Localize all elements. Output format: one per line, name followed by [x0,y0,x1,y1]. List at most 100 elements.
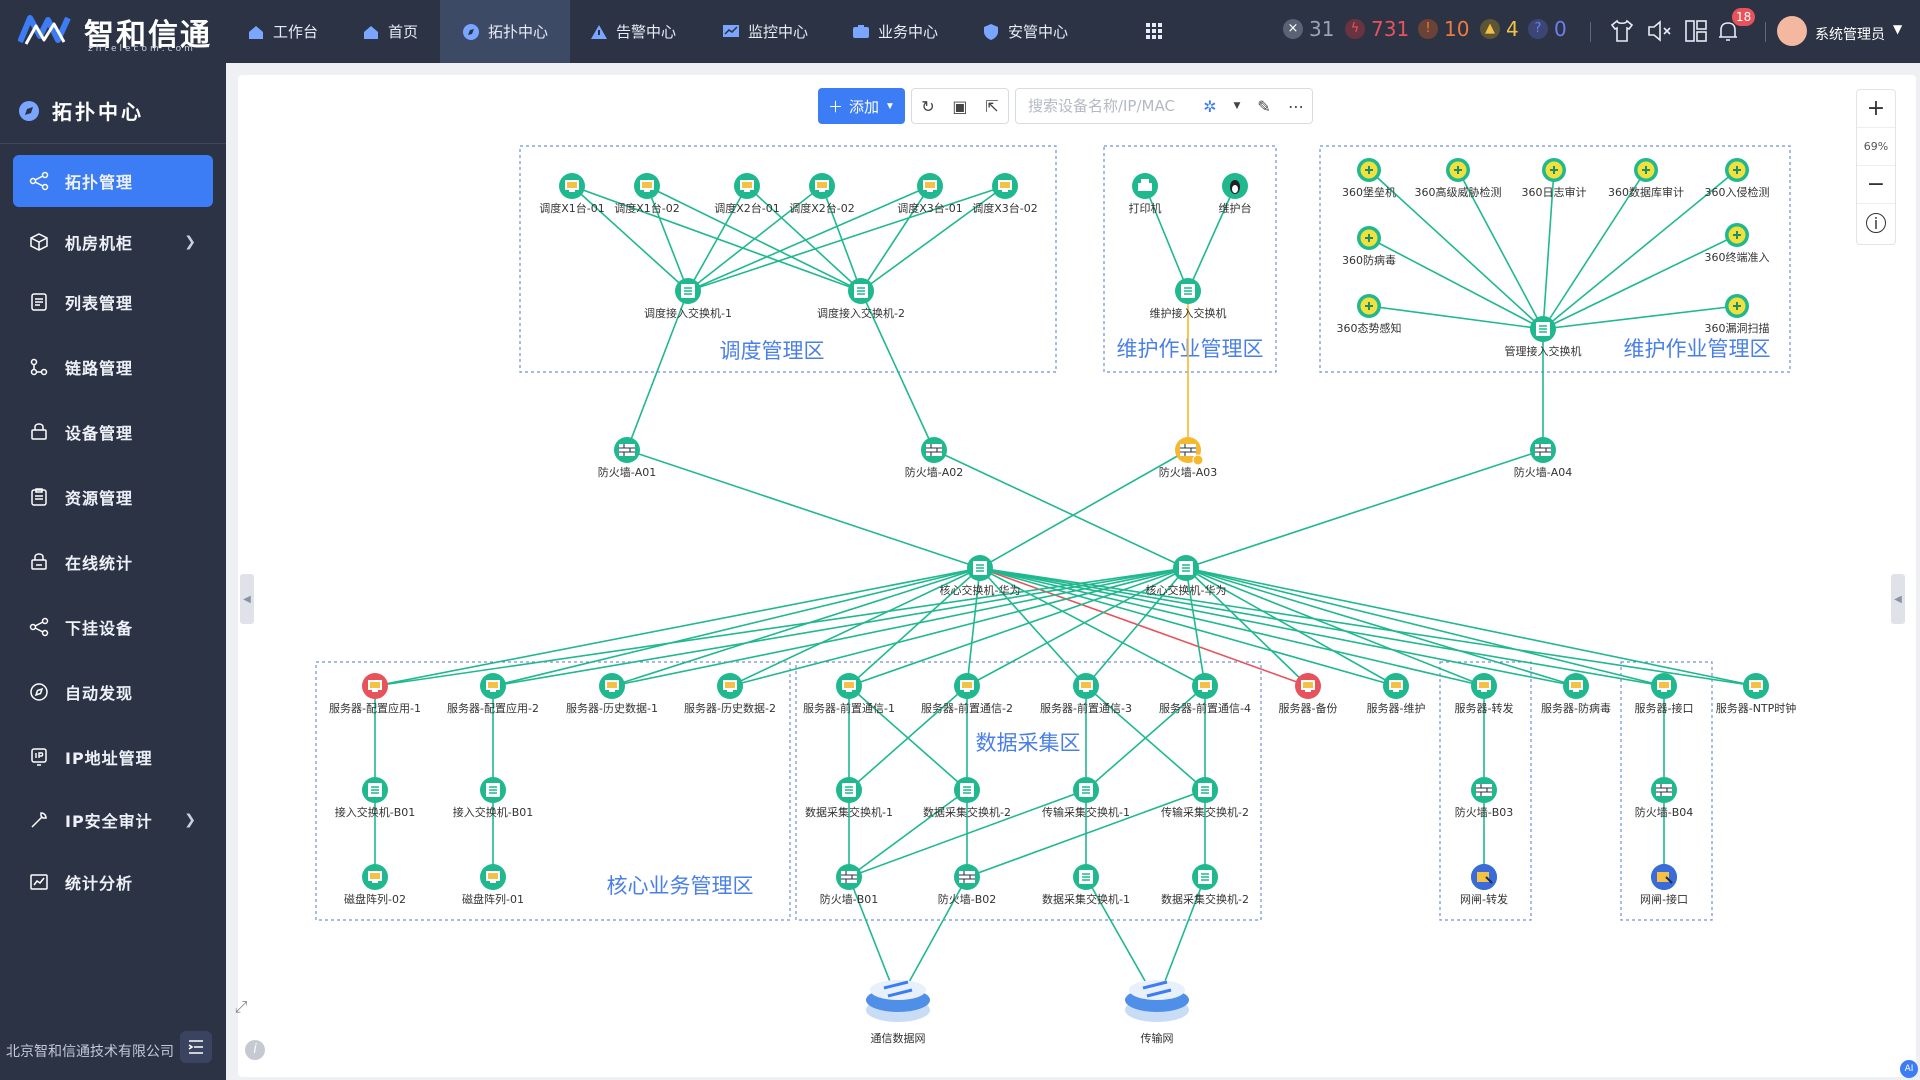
link-edge[interactable] [611,567,1187,687]
apps-grid-icon[interactable] [1146,23,1162,39]
nav-tab-workbench[interactable]: 工作台 [247,0,332,63]
save-button[interactable]: ▣ [944,89,976,123]
link-edge[interactable] [646,185,862,292]
topology-node-q2[interactable]: 360高级威胁检测 [1415,158,1502,199]
link-edge[interactable] [626,449,981,569]
topology-node-d5[interactable]: 调度X3台-01 [897,173,963,215]
topology-node-n1[interactable]: 通信数据网 [866,980,930,1045]
topology-node-v2[interactable]: 服务器-配置应用-2 [447,673,539,715]
nav-tab-security[interactable]: 安管中心 [982,0,1082,63]
add-button[interactable]: ＋ 添加 ▼ [818,88,905,124]
nav-tab-home[interactable]: 首页 [362,0,432,63]
link-edge[interactable] [1185,567,1485,687]
topology-node-fb4[interactable]: 防火墙-B04 [1635,777,1694,819]
link-edge[interactable] [1187,185,1236,292]
topology-node-q3[interactable]: 360日志审计 [1522,158,1587,199]
link-edge[interactable] [860,185,1006,292]
sidebar-item-topology[interactable]: 拓扑管理 [13,155,213,207]
stat-info[interactable]: ? 0 [1528,16,1567,42]
export-button[interactable]: ⇱ [976,89,1008,123]
link-edge[interactable] [966,567,1187,687]
link-edge[interactable] [374,567,1187,687]
link-edge[interactable] [1542,169,1738,330]
topology-node-b1[interactable]: 接入交换机-B01 [335,777,416,819]
link-edge[interactable] [1085,567,1187,687]
link-edge[interactable] [1185,567,1309,687]
link-edge[interactable] [848,789,968,878]
link-edge[interactable] [848,567,981,687]
link-edge[interactable] [1542,169,1555,330]
topology-node-d3[interactable]: 调度X2台-01 [714,173,780,215]
topology-node-d6[interactable]: 调度X3台-02 [972,173,1038,215]
topology-node-gw2[interactable]: 网闸-接口 [1640,864,1688,906]
nav-tab-monitor[interactable]: 监控中心 [722,0,822,63]
topology-node-v3[interactable]: 服务器-历史数据-1 [566,673,658,715]
link-edge[interactable] [1144,185,1189,292]
topology-node-s2[interactable]: 调度接入交换机-2 [817,278,905,320]
refresh-button[interactable]: ↻ [912,89,944,123]
link-edge[interactable] [979,567,1577,687]
topology-node-v11[interactable]: 服务器-转发 [1455,673,1514,715]
sidebar-item-discover[interactable]: 自动发现 [13,666,213,718]
topology-node-q6[interactable]: 360防病毒 [1342,226,1396,267]
topology-node-y1[interactable]: 数据采集交换机-1 [1042,864,1130,906]
layout-button[interactable]: ✲ [1194,89,1226,123]
topology-node-v1[interactable]: 服务器-配置应用-1 [329,673,421,715]
topology-node-q8[interactable]: 360态势感知 [1337,294,1402,335]
topology-node-fa4[interactable]: 防火墙-A04 [1514,437,1573,479]
topology-node-x3[interactable]: 传输采集交换机-1 [1042,777,1130,819]
link-edge[interactable] [1185,567,1665,687]
link-edge[interactable] [1542,305,1738,330]
layout-dropdown[interactable]: ▼ [1226,89,1248,123]
link-edge[interactable] [1368,169,1544,330]
fullscreen-button[interactable]: ⤢ [230,996,252,1018]
sidebar-item-list[interactable]: 列表管理 [13,276,213,328]
nav-tab-alarm[interactable]: 告警中心 [590,0,690,63]
topology-node-v13[interactable]: 服务器-接口 [1635,673,1694,715]
avatar[interactable] [1777,16,1807,46]
link-edge[interactable] [848,685,968,791]
link-edge[interactable] [979,567,1206,687]
layout-icon[interactable] [1683,18,1709,44]
topology-node-c2[interactable]: 核心交换机-华为 [1146,555,1227,597]
topology-node-x4[interactable]: 传输采集交换机-2 [1161,777,1249,819]
sidebar-item-resource[interactable]: 资源管理 [13,471,213,523]
more-button[interactable]: ⋯ [1280,89,1312,123]
sidebar-item-ip[interactable]: IP地址管理 [13,731,213,783]
topology-node-v14[interactable]: 服务器-NTP时钟 [1716,673,1797,715]
topology-node-k1[interactable]: 磁盘阵列-02 [344,864,406,906]
sidebar-item-link[interactable]: 链路管理 [13,341,213,393]
topology-node-fa3[interactable]: 防火墙-A03 [1159,437,1218,479]
topology-node-s1[interactable]: 调度接入交换机-1 [644,278,732,320]
link-edge[interactable] [646,185,689,292]
topology-node-d2[interactable]: 调度X1台-02 [614,173,680,215]
link-edge[interactable] [687,185,1006,292]
link-edge[interactable] [492,567,1187,687]
topology-node-d4[interactable]: 调度X2台-02 [789,173,855,215]
link-edge[interactable] [1085,685,1206,791]
topology-node-y2[interactable]: 数据采集交换机-2 [1161,864,1249,906]
topology-node-fb3[interactable]: 防火墙-B03 [1455,777,1514,819]
topology-node-v9[interactable]: 服务器-备份 [1279,673,1338,715]
link-edge[interactable] [821,185,862,292]
link-edge[interactable] [492,567,981,687]
link-edge[interactable] [979,567,1087,687]
link-edge[interactable] [860,185,931,292]
link-edge[interactable] [571,185,689,292]
link-edge[interactable] [1185,567,1577,687]
topology-node-x2[interactable]: 数据采集交换机-2 [923,777,1011,819]
topology-node-q9[interactable]: 360漏洞扫描 [1705,294,1770,335]
search-input[interactable] [1015,89,1194,123]
link-edge[interactable] [611,567,981,687]
nav-tab-topology[interactable]: 拓扑中心 [440,0,570,63]
topology-node-fb1[interactable]: 防火墙-B01 [820,864,879,906]
theme-shirt-icon[interactable] [1609,18,1635,44]
link-edge[interactable] [687,185,931,292]
mute-icon[interactable] [1646,18,1672,44]
notification-bell-icon[interactable] [1715,18,1741,44]
link-edge[interactable] [374,567,981,687]
topology-node-ms[interactable]: 维护接入交换机 [1150,278,1227,320]
link-edge[interactable] [1457,169,1544,330]
stat-minor[interactable]: ▲ 4 [1480,16,1519,42]
zoom-in-button[interactable]: + [1857,90,1895,128]
